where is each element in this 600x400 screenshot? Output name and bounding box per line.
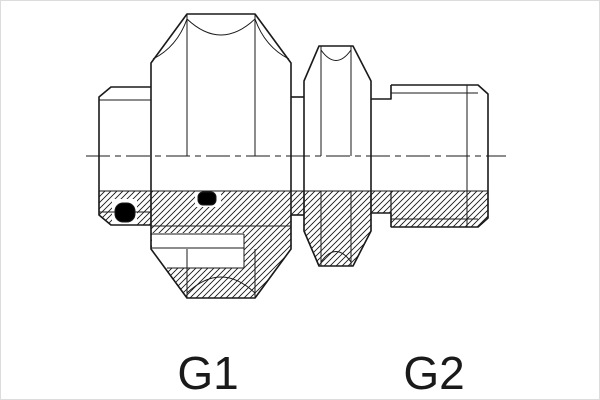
swivel-nut-chamfer-arc-left xyxy=(152,18,188,60)
seal-washer-outline-bottom xyxy=(371,212,392,227)
seals xyxy=(114,191,217,223)
bottom-half-section-outline xyxy=(98,156,489,299)
swivel-nut-hex-outline xyxy=(150,13,292,156)
seal-washer-section-hatch xyxy=(370,190,392,214)
port-label-g2: G2 xyxy=(403,347,464,399)
g2-thread-section-hatch xyxy=(390,190,489,228)
port-labels: G1 G2 xyxy=(177,347,464,399)
locknut-chamfer-arc-bottom xyxy=(320,251,352,263)
g2-thread-outline-bottom xyxy=(391,156,489,228)
face-seal xyxy=(197,191,217,206)
port-label-g1: G1 xyxy=(177,347,238,399)
o-ring-seal xyxy=(114,202,136,223)
locknut-hex-outline xyxy=(303,45,372,156)
swivel-nut-chamfer-arc-bottom xyxy=(186,276,256,294)
nut-throat xyxy=(152,233,244,268)
seal-washer-outline xyxy=(371,85,392,100)
g1-stud-outline-bottom xyxy=(98,156,151,226)
g1-stud-outline xyxy=(98,86,151,156)
swivel-nut-chamfer-arc-right xyxy=(254,18,290,60)
top-half-exterior xyxy=(98,13,489,156)
locknut-chamfer-arc xyxy=(320,49,352,61)
g2-thread-outline xyxy=(391,84,489,156)
body-section-hatch xyxy=(150,190,305,227)
swivel-nut-chamfer-arc-middle xyxy=(186,18,256,36)
locknut-outline-bottom xyxy=(303,156,372,267)
